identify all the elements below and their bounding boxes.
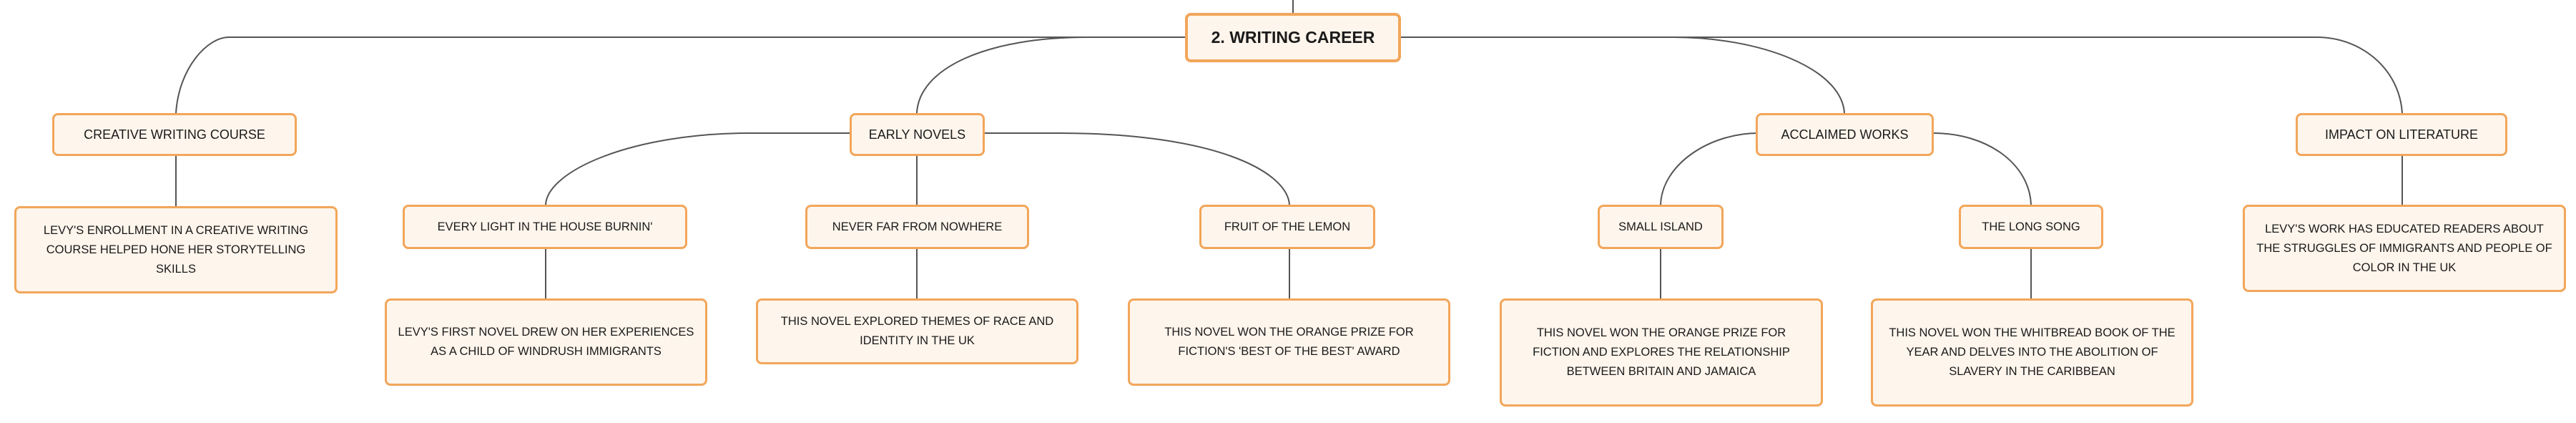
connector-root-creative xyxy=(175,37,1189,114)
connector-root-early xyxy=(916,37,1189,114)
detail-creative-course[interactable]: LEVY'S ENROLLMENT IN A CREATIVE WRITING … xyxy=(14,206,338,293)
topic-impact-on-literature[interactable]: IMPACT ON LITERATURE xyxy=(2296,113,2507,156)
topic-label: CREATIVE WRITING COURSE xyxy=(84,127,265,142)
subtopic-label: NEVER FAR FROM NOWHERE xyxy=(832,220,1003,233)
connector-root-acclaimed xyxy=(1395,37,1845,114)
root-label: 2. WRITING CAREER xyxy=(1211,28,1375,47)
connector-acclaimed-smallisland xyxy=(1660,132,1759,205)
subtopic-label: SMALL ISLAND xyxy=(1618,220,1703,233)
connector-early-everylight xyxy=(545,132,851,205)
topic-label: ACCLAIMED WORKS xyxy=(1781,127,1909,142)
topic-label: EARLY NOVELS xyxy=(868,127,966,142)
detail-small-island[interactable]: THIS NOVEL WON THE ORANGE PRIZE FOR FICT… xyxy=(1500,298,1823,407)
subtopic-label: EVERY LIGHT IN THE HOUSE BURNIN' xyxy=(437,220,653,233)
detail-never-far[interactable]: THIS NOVEL EXPLORED THEMES OF RACE AND I… xyxy=(756,298,1078,364)
subtopic-label: THE LONG SONG xyxy=(1982,220,2080,233)
root-node-writing-career[interactable]: 2. WRITING CAREER xyxy=(1185,13,1401,62)
detail-impact[interactable]: LEVY'S WORK HAS EDUCATED READERS ABOUT T… xyxy=(2243,205,2566,292)
topic-label: IMPACT ON LITERATURE xyxy=(2324,127,2479,142)
detail-text: THIS NOVEL EXPLORED THEMES OF RACE AND I… xyxy=(780,315,1054,347)
topic-early-novels[interactable]: EARLY NOVELS xyxy=(850,113,985,156)
subtopic-label: FRUIT OF THE LEMON xyxy=(1224,220,1351,233)
connector-early-fruit xyxy=(983,132,1290,205)
detail-long-song[interactable]: THIS NOVEL WON THE WHITBREAD BOOK OF THE… xyxy=(1871,298,2193,407)
detail-text: LEVY'S WORK HAS EDUCATED READERS ABOUT T… xyxy=(2256,222,2552,274)
subtopic-small-island[interactable]: SMALL ISLAND xyxy=(1598,205,1724,249)
detail-text: LEVY'S FIRST NOVEL DREW ON HER EXPERIENC… xyxy=(398,326,694,358)
subtopic-the-long-song[interactable]: THE LONG SONG xyxy=(1959,205,2103,249)
detail-text: THIS NOVEL WON THE ORANGE PRIZE FOR FICT… xyxy=(1533,326,1790,378)
subtopic-fruit-of-the-lemon[interactable]: FRUIT OF THE LEMON xyxy=(1199,205,1375,249)
detail-fruit-lemon[interactable]: THIS NOVEL WON THE ORANGE PRIZE FOR FICT… xyxy=(1128,298,1450,386)
connector-root-impact xyxy=(1395,37,2403,114)
detail-text: THIS NOVEL WON THE WHITBREAD BOOK OF THE… xyxy=(1889,326,2176,378)
detail-every-light[interactable]: LEVY'S FIRST NOVEL DREW ON HER EXPERIENC… xyxy=(385,298,707,386)
topic-acclaimed-works[interactable]: ACCLAIMED WORKS xyxy=(1756,113,1934,156)
subtopic-every-light[interactable]: EVERY LIGHT IN THE HOUSE BURNIN' xyxy=(403,205,687,249)
connector-acclaimed-longsong xyxy=(1932,132,2032,205)
topic-creative-writing-course[interactable]: CREATIVE WRITING COURSE xyxy=(52,113,297,156)
detail-text: LEVY'S ENROLLMENT IN A CREATIVE WRITING … xyxy=(43,223,309,276)
detail-text: THIS NOVEL WON THE ORANGE PRIZE FOR FICT… xyxy=(1164,326,1414,358)
subtopic-never-far-from-nowhere[interactable]: NEVER FAR FROM NOWHERE xyxy=(805,205,1029,249)
